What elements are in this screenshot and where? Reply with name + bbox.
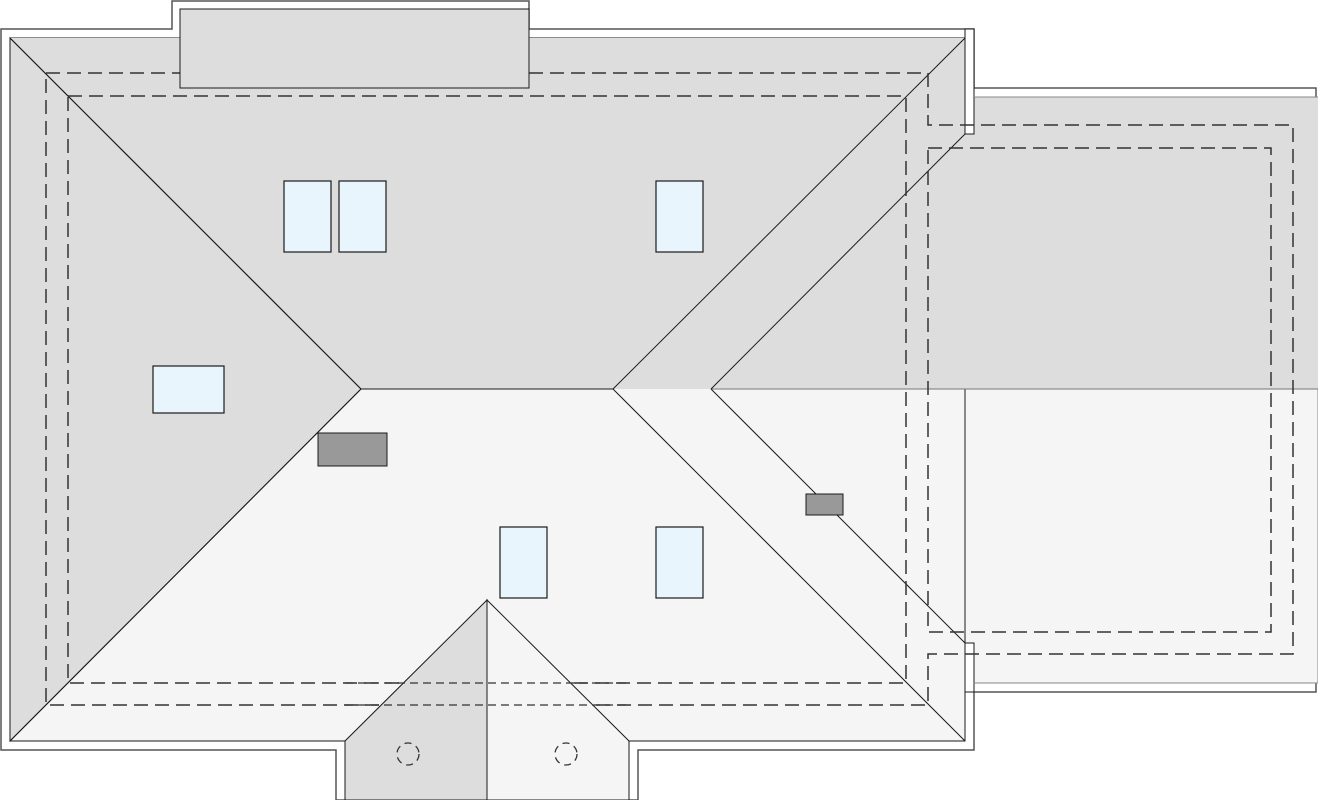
chimney: [317, 432, 388, 467]
skylight: [655, 526, 704, 599]
vent-circle-icon: [554, 742, 578, 766]
wall-column-top: [964, 28, 975, 135]
dashed-inner-wall: [67, 95, 907, 684]
skylight: [499, 526, 548, 599]
dashed-inner-wall-wing: [927, 147, 1272, 633]
skylight: [338, 180, 387, 253]
vent-circle-icon: [396, 742, 420, 766]
roof-face-north: [10, 38, 965, 389]
top-projection: [179, 8, 530, 89]
valley-line: [710, 133, 966, 390]
dashed-outer-wall: [45, 72, 1294, 706]
hip-line: [612, 37, 966, 390]
skylight: [655, 180, 704, 253]
gable-left-face: [344, 598, 488, 800]
hip-line: [612, 388, 966, 742]
valley-line: [710, 388, 966, 644]
skylight: [152, 365, 225, 414]
skylight: [283, 180, 332, 253]
hip-line: [9, 388, 362, 742]
chimney: [805, 493, 844, 516]
wall-column-bottom: [964, 642, 975, 693]
